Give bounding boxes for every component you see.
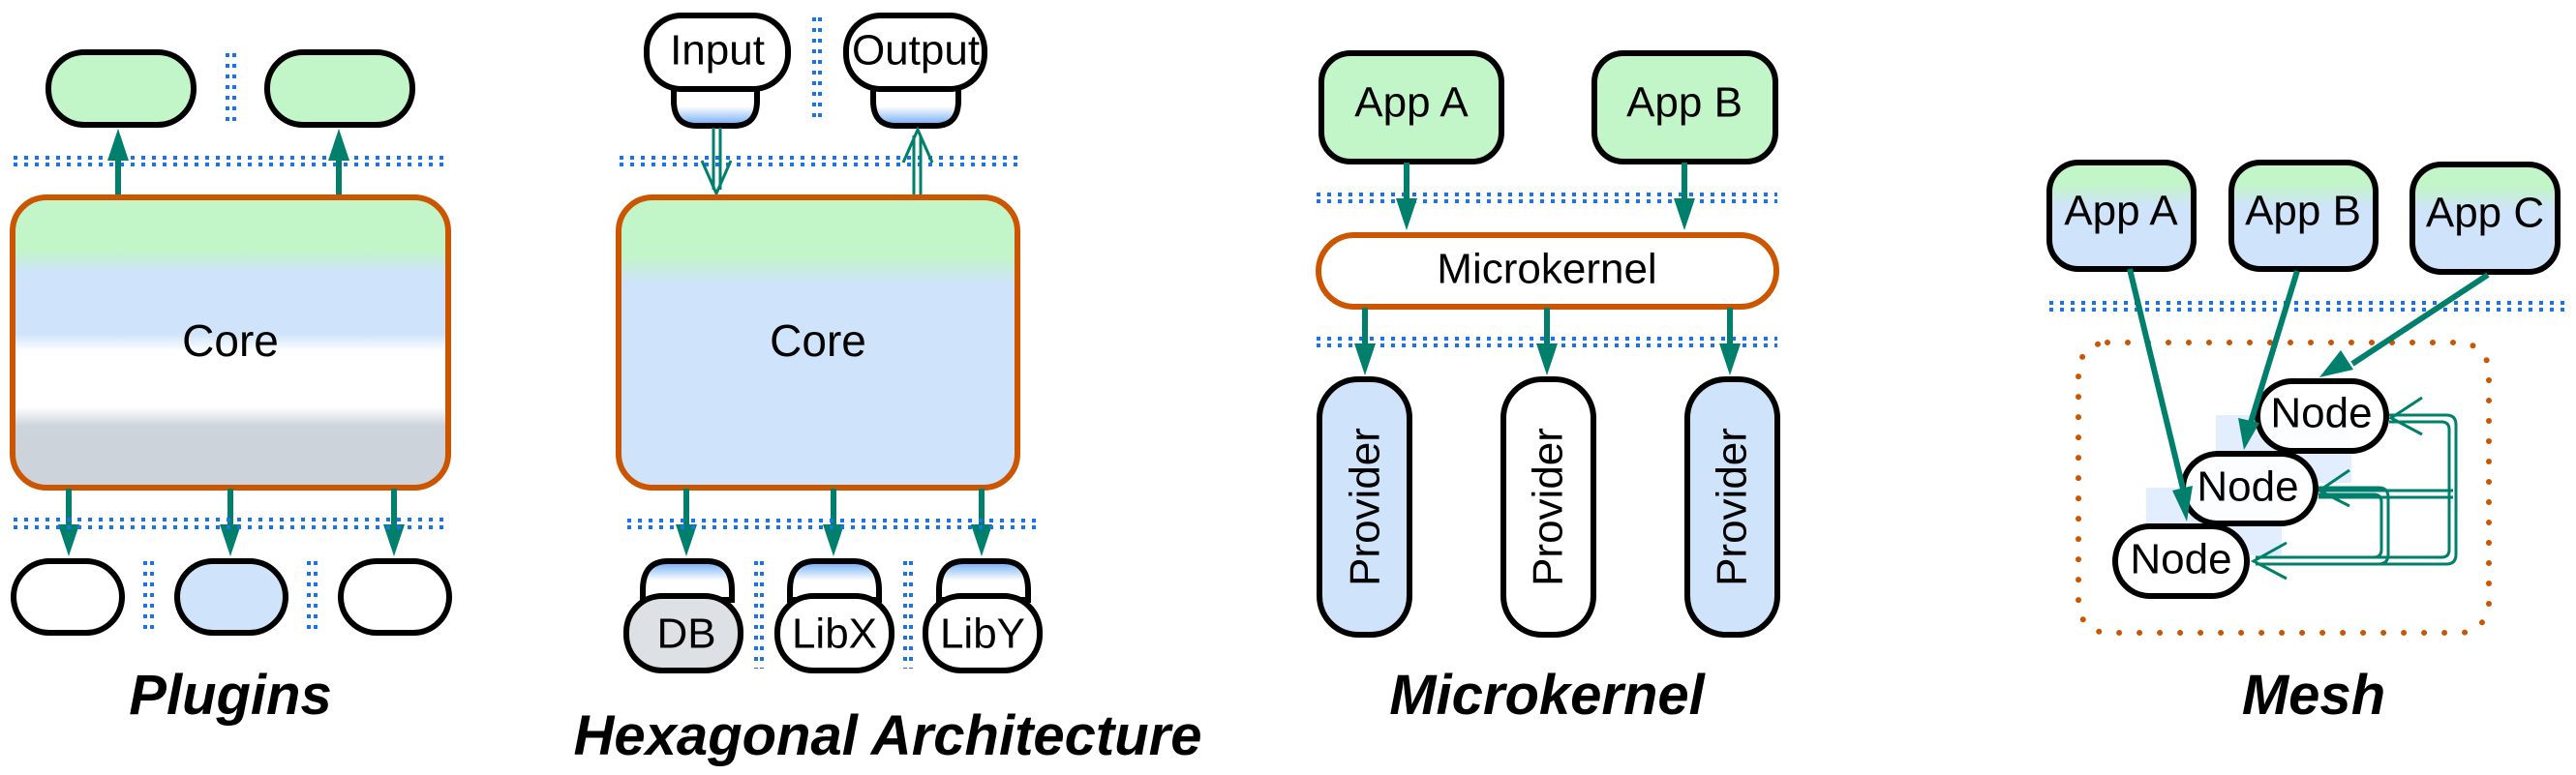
app-label: App A [2064, 188, 2178, 235]
mesh-title: Mesh [2242, 664, 2385, 727]
input-port[interactable]: Input [644, 13, 791, 129]
app-label: App A [1354, 79, 1469, 127]
plugins-core[interactable] [10, 194, 451, 491]
microkernel-title: Microkernel [1389, 664, 1706, 727]
microkernel-label: Microkernel [1437, 246, 1656, 293]
mesh-node-1[interactable]: Node [2255, 378, 2389, 454]
arrow-down [1396, 163, 1417, 230]
arrow-up [107, 129, 129, 196]
adapter-db[interactable]: DB [623, 558, 743, 673]
arrow-down [823, 489, 844, 556]
arrow-down [1354, 308, 1376, 375]
output-port[interactable]: Output [843, 13, 987, 129]
arrow-down [971, 489, 992, 556]
mesh-app-a[interactable]: App A [2046, 160, 2197, 272]
arrow-down [383, 489, 405, 556]
mesh-app-c[interactable]: App C [2409, 162, 2561, 275]
plugins-panel: Core Plugins [10, 49, 452, 727]
adapter-label: LibY [940, 611, 1025, 658]
arrow-app-a-to-node [2127, 268, 2193, 522]
arrow-down [1719, 308, 1741, 375]
mesh-app-b[interactable]: App B [2228, 160, 2379, 272]
adapter-libx[interactable]: LibX [774, 558, 894, 673]
mesh-panel: App A App B App C [2046, 160, 2565, 727]
arrow-app-c-to-node [2319, 272, 2490, 377]
provider-2[interactable]: Provider [1500, 376, 1596, 638]
plugins-core-label: Core [182, 315, 279, 366]
hexagonal-title: Hexagonal Architecture [574, 704, 1202, 767]
double-arrow-up [901, 126, 934, 197]
mesh-node-3[interactable]: Node [2112, 523, 2250, 599]
adapter-label: LibX [792, 611, 877, 658]
microkernel-panel: App A App B Microkernel [1316, 50, 1780, 727]
microkernel-bar[interactable]: Microkernel [1316, 232, 1779, 310]
arrow-app-b-to-node [2238, 270, 2300, 450]
mesh-boundary [2076, 340, 2492, 636]
arrow-down [58, 489, 79, 556]
app-label: App B [1626, 79, 1743, 127]
plugin-bottom-1[interactable] [11, 558, 125, 636]
plugins-title: Plugins [129, 664, 331, 727]
provider-label: Provider [1342, 428, 1389, 586]
provider-1[interactable]: Provider [1317, 376, 1412, 638]
arrow-down [1536, 308, 1558, 375]
provider-3[interactable]: Provider [1684, 376, 1780, 638]
app-label: App C [2426, 190, 2544, 237]
arrow-up [328, 129, 349, 196]
input-label: Input [670, 27, 765, 75]
plugin-top-1[interactable] [45, 49, 197, 128]
plugin-bottom-2[interactable] [174, 558, 288, 636]
output-label: Output [852, 27, 980, 75]
app-label: App B [2245, 188, 2361, 235]
plugin-top-2[interactable] [264, 49, 415, 128]
return-links [2250, 396, 2458, 581]
arrow-down [220, 489, 241, 556]
mesh-node-2[interactable]: Node [2180, 451, 2318, 526]
app-a[interactable]: App A [1318, 50, 1504, 164]
provider-label: Provider [1525, 428, 1572, 586]
hexagonal-panel: Input Output Core [574, 13, 1202, 767]
plugin-bottom-3[interactable] [338, 558, 452, 636]
node-label: Node [2197, 463, 2298, 511]
hexagonal-core[interactable] [616, 194, 1020, 491]
double-arrow-down [700, 128, 733, 197]
provider-label: Provider [1709, 428, 1756, 586]
node-label: Node [2130, 536, 2231, 583]
app-b[interactable]: App B [1591, 50, 1778, 164]
arrow-down [676, 489, 697, 556]
arrow-down [1674, 163, 1695, 230]
hexagonal-core-label: Core [770, 315, 866, 366]
node-label: Node [2270, 390, 2372, 437]
adapter-label: DB [656, 611, 715, 658]
adapter-liby[interactable]: LibY [923, 558, 1043, 673]
